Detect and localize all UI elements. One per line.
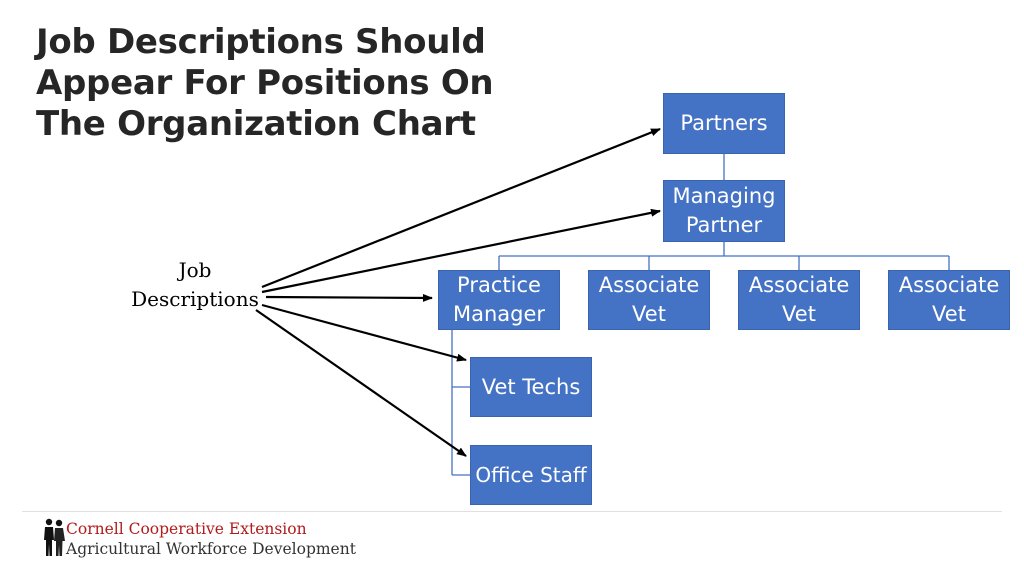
people-silhouette-logo-icon	[44, 518, 65, 556]
org-node-label: Office Staff	[475, 462, 587, 487]
org-node-label: Associate	[598, 273, 700, 297]
footer-brand-name: Cornell Cooperative Extension	[66, 520, 307, 538]
arrow-to-managing-partner	[261, 208, 661, 294]
job-descriptions-label: Job Descriptions	[128, 256, 262, 314]
org-node-label: Vet Techs	[481, 374, 581, 399]
org-node-office-staff: Office Staff	[470, 445, 592, 505]
arrow-to-partners	[261, 127, 661, 289]
arrow-to-practice-manager	[265, 293, 433, 302]
org-node-practice-manager: Practice Manager	[438, 270, 560, 330]
org-node-associate-vet-3: Associate Vet	[888, 270, 1010, 330]
org-node-label: Vet	[932, 302, 966, 326]
org-node-label: Vet	[632, 302, 666, 326]
job-descriptions-label-line: Job	[178, 258, 212, 282]
org-node-label: Associate	[748, 273, 850, 297]
org-node-managing-partner: Managing Partner	[663, 180, 785, 242]
slide-title: Job Descriptions Should Appear For Posit…	[36, 22, 556, 145]
org-node-label: Partner	[685, 213, 763, 237]
footer-divider	[22, 511, 1002, 512]
slide-title-line: Appear For Positions On	[36, 63, 494, 103]
org-node-label: Associate	[898, 273, 1000, 297]
job-descriptions-label-line: Descriptions	[131, 287, 259, 311]
footer-brand-subtitle: Agricultural Workforce Development	[66, 540, 356, 558]
org-node-associate-vet-1: Associate Vet	[588, 270, 710, 330]
org-node-label: Vet	[782, 302, 816, 326]
arrow-to-vet-techs	[261, 303, 467, 362]
arrow-to-office-staff	[255, 309, 467, 457]
org-node-partners: Partners	[663, 93, 785, 154]
slide-title-line: The Organization Chart	[36, 104, 476, 144]
org-node-label: Practice	[457, 273, 541, 297]
org-node-associate-vet-2: Associate Vet	[738, 270, 860, 330]
org-node-label: Manager	[452, 302, 546, 326]
slide-title-line: Job Descriptions Should	[36, 22, 486, 62]
org-node-label: Partners	[680, 111, 768, 135]
org-node-label: Managing	[672, 184, 776, 208]
org-node-vet-techs: Vet Techs	[470, 357, 592, 417]
